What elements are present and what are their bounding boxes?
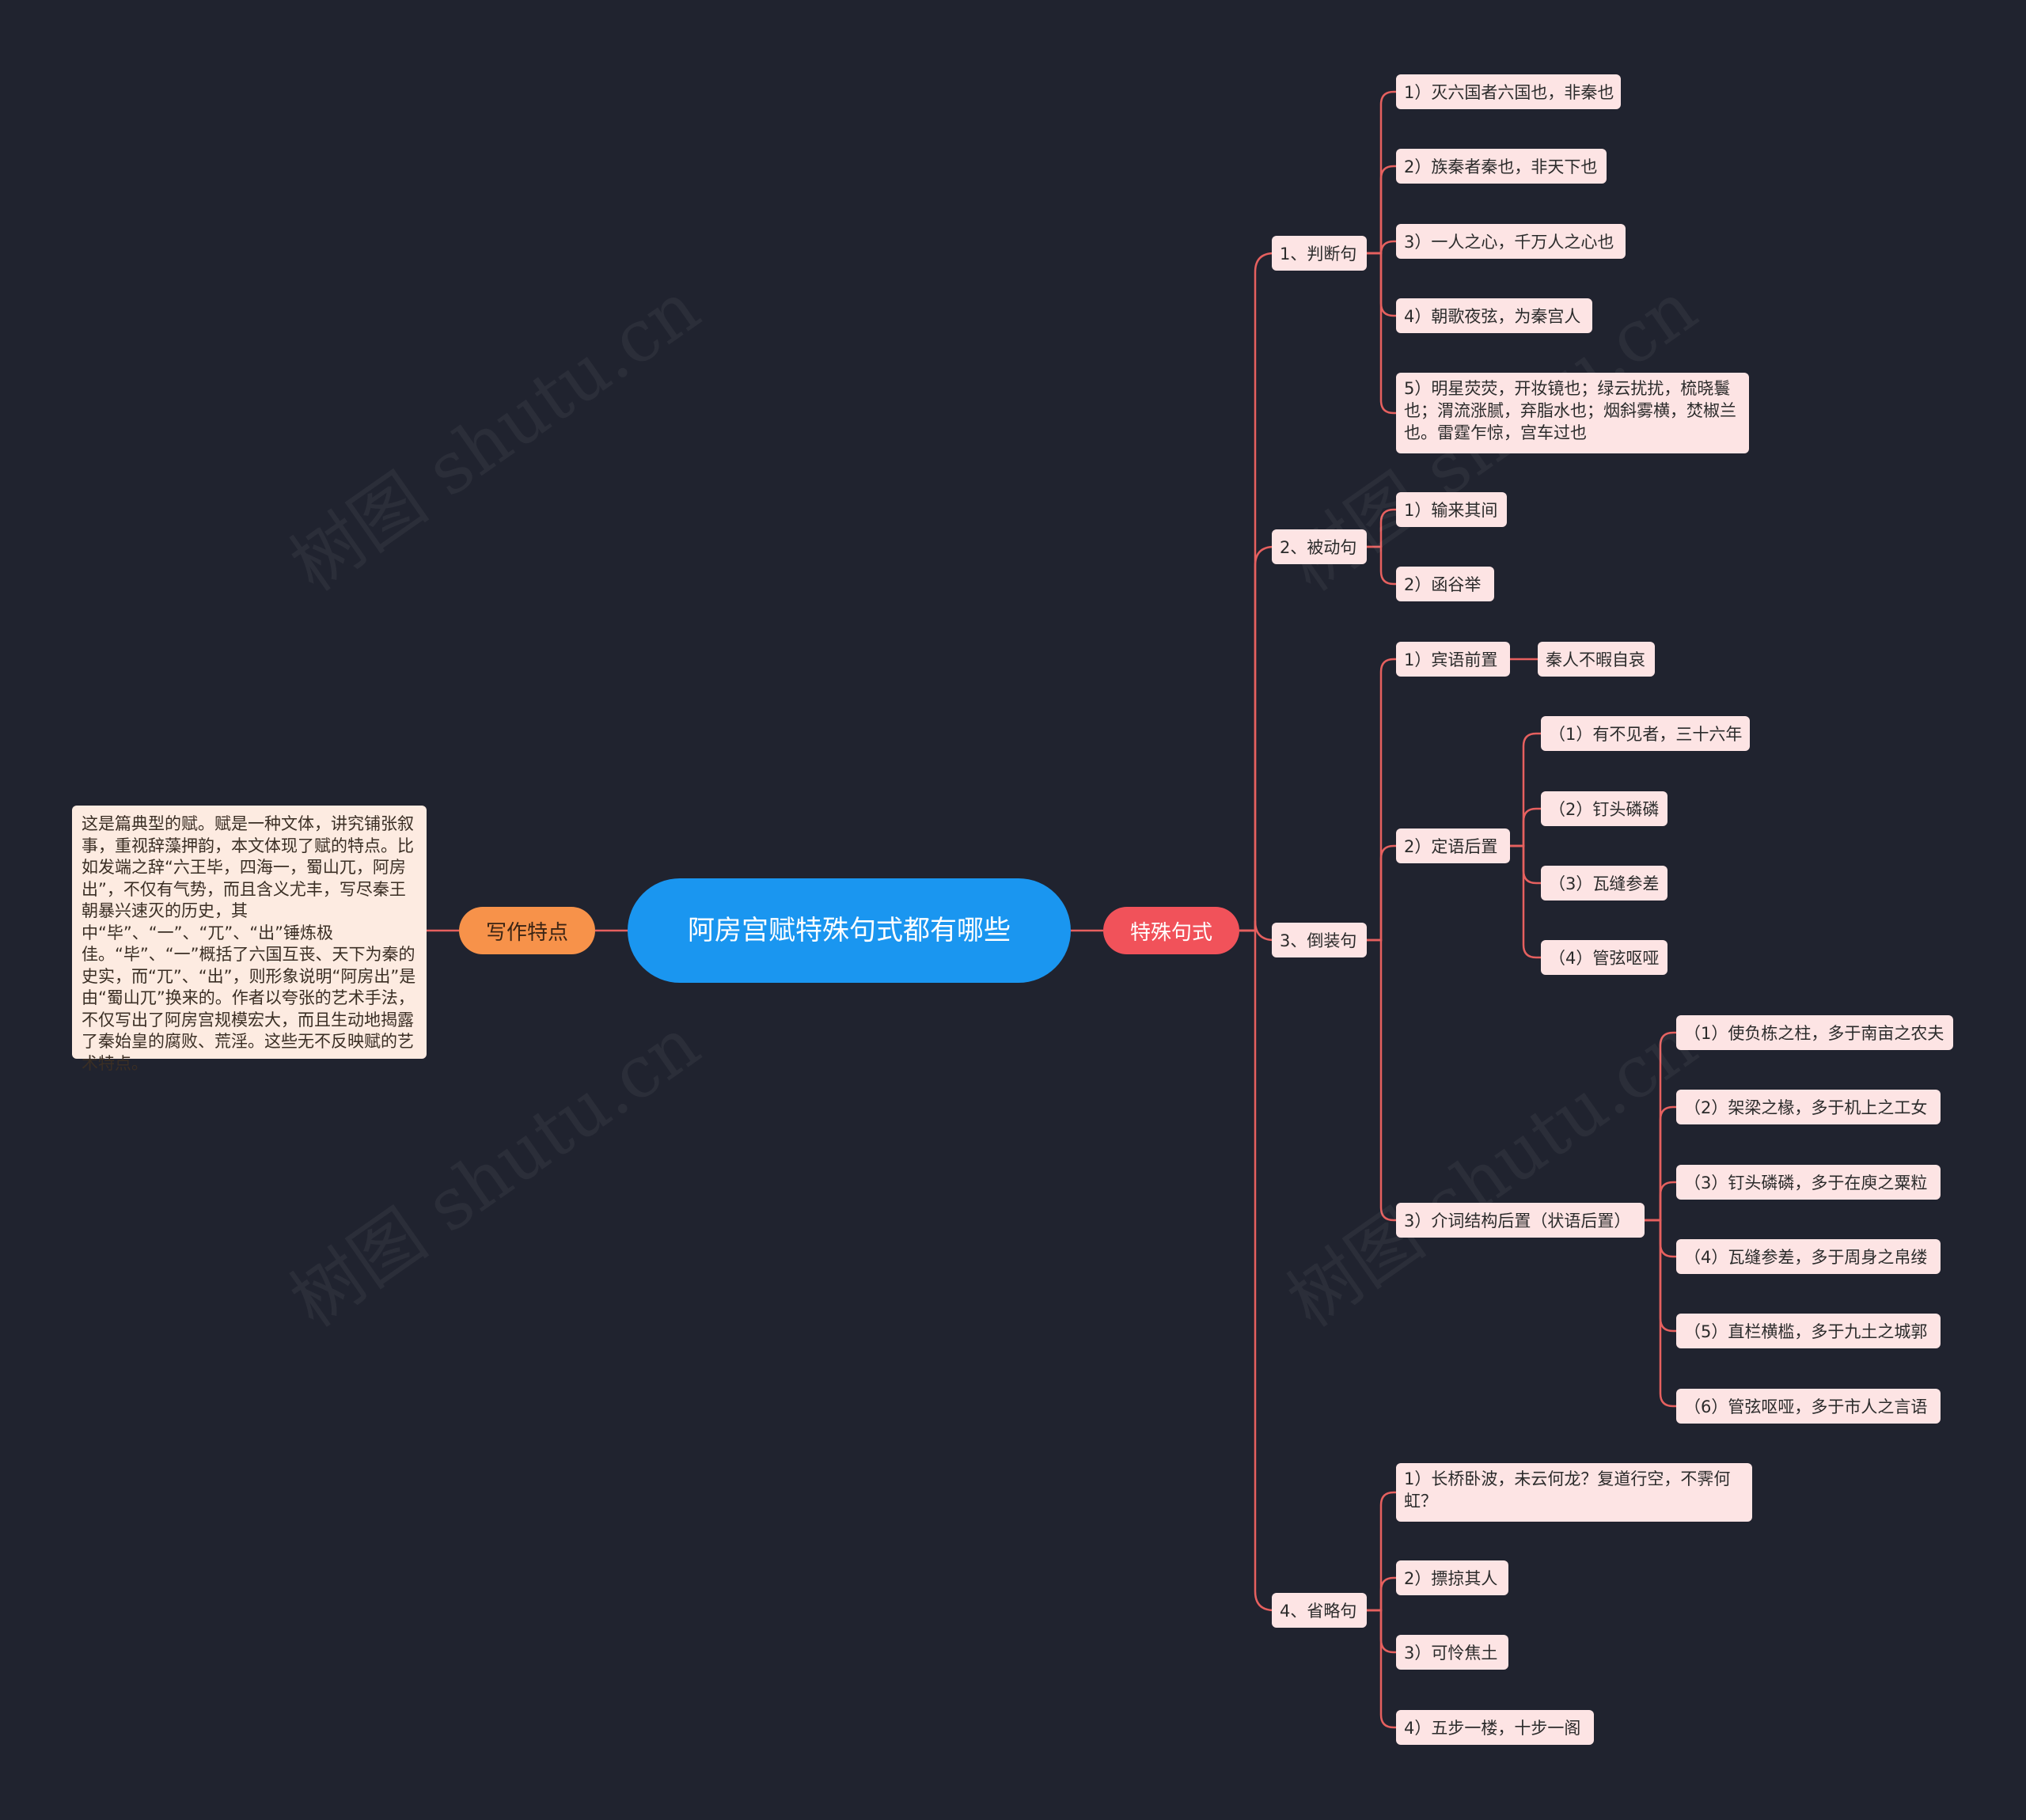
group-judgment[interactable]: 1、判断句 [1272,236,1367,271]
connector-item [1645,1181,1676,1222]
list-item[interactable]: （2）钉头磷磷 [1541,791,1667,826]
connector-item [1367,1491,1396,1612]
list-item[interactable]: （6）管弦呕哑，多于市人之言语 [1676,1389,1941,1424]
branch-writing-features[interactable]: 写作特点 [459,907,595,954]
connector-item [1367,1609,1396,1729]
connector-group [1239,929,1275,1612]
connector-item [1645,1105,1676,1222]
subgroup-prepositional-postposing[interactable]: 3）介词结构后置（状语后置） [1396,1203,1645,1238]
list-item[interactable]: 3）可怜焦土 [1396,1635,1508,1670]
connector-item [1367,252,1396,415]
connector-item [1510,844,1541,959]
connector-item [1510,844,1541,885]
list-item[interactable]: 3）一人之心，千万人之心也 [1396,224,1626,259]
subgroup-object-preposing[interactable]: 1）宾语前置 [1396,642,1510,677]
connector-subgroup [1367,938,1396,1222]
list-item[interactable]: （4）瓦缝参差，多于周身之帛缕 [1676,1239,1941,1274]
list-item[interactable]: （3）钉头磷磷，多于在庾之粟粒 [1676,1165,1941,1200]
list-item[interactable]: （4）管弦呕哑 [1541,940,1667,975]
list-item[interactable]: （2）架梁之椽，多于机上之工女 [1676,1090,1941,1124]
connector-group [1239,252,1275,932]
subgroup-attributive-postposing[interactable]: 2）定语后置 [1396,828,1510,863]
list-item[interactable]: 1）灭六国者六国也，非秦也 [1396,74,1621,109]
connector-item [1510,732,1541,847]
list-item[interactable]: （3）瓦缝参差 [1541,866,1667,901]
list-item[interactable]: 1）输来其间 [1396,492,1507,527]
list-item[interactable]: 2）摽掠其人 [1396,1560,1508,1595]
group-inversion[interactable]: 3、倒装句 [1272,923,1367,957]
list-item[interactable]: 5）明星荧荧，开妆镜也；绿云扰扰，梳晓鬟也；渭流涨腻，弃脂水也；烟斜雾横，焚椒兰… [1396,373,1749,453]
list-item[interactable]: （1）使负栋之柱，多于南亩之农夫 [1676,1015,1953,1050]
connector-item [1367,508,1396,548]
connector-item [1645,1219,1676,1408]
connector-item [1367,165,1396,255]
connector-item [1367,545,1396,586]
list-item[interactable]: 4）五步一楼，十步一阁 [1396,1710,1594,1745]
group-ellipsis[interactable]: 4、省略句 [1272,1593,1367,1628]
list-item[interactable]: 秦人不暇自哀 [1538,642,1655,677]
group-passive[interactable]: 2、被动句 [1272,529,1367,564]
connector-item [1367,90,1396,255]
connector-subgroup [1367,844,1396,942]
list-item[interactable]: 4）朝歌夜弦，为秦宫人 [1396,298,1592,333]
list-item[interactable]: 1）长桥卧波，未云何龙？复道行空，不霁何虹？ [1396,1463,1752,1522]
connector-item [1367,1576,1396,1612]
list-item[interactable]: 2）函谷举 [1396,567,1494,601]
connector-item [1645,1031,1676,1222]
connector-item [1510,807,1541,847]
connector-group [1239,545,1275,932]
branch-special-sentences[interactable]: 特殊句式 [1103,907,1239,954]
list-item[interactable]: （5）直栏横槛，多于九土之城郭 [1676,1314,1941,1348]
connector-subgroup [1367,658,1396,942]
list-item[interactable]: （1）有不见者，三十六年 [1541,716,1750,751]
root-topic[interactable]: 阿房宫赋特殊句式都有哪些 [628,878,1071,983]
writing-features-note[interactable]: 这是篇典型的赋。赋是一种文体，讲究铺张叙事，重视辞藻押韵，本文体现了赋的特点。比… [72,806,427,1073]
list-item[interactable]: 2）族秦者秦也，非天下也 [1396,149,1607,184]
